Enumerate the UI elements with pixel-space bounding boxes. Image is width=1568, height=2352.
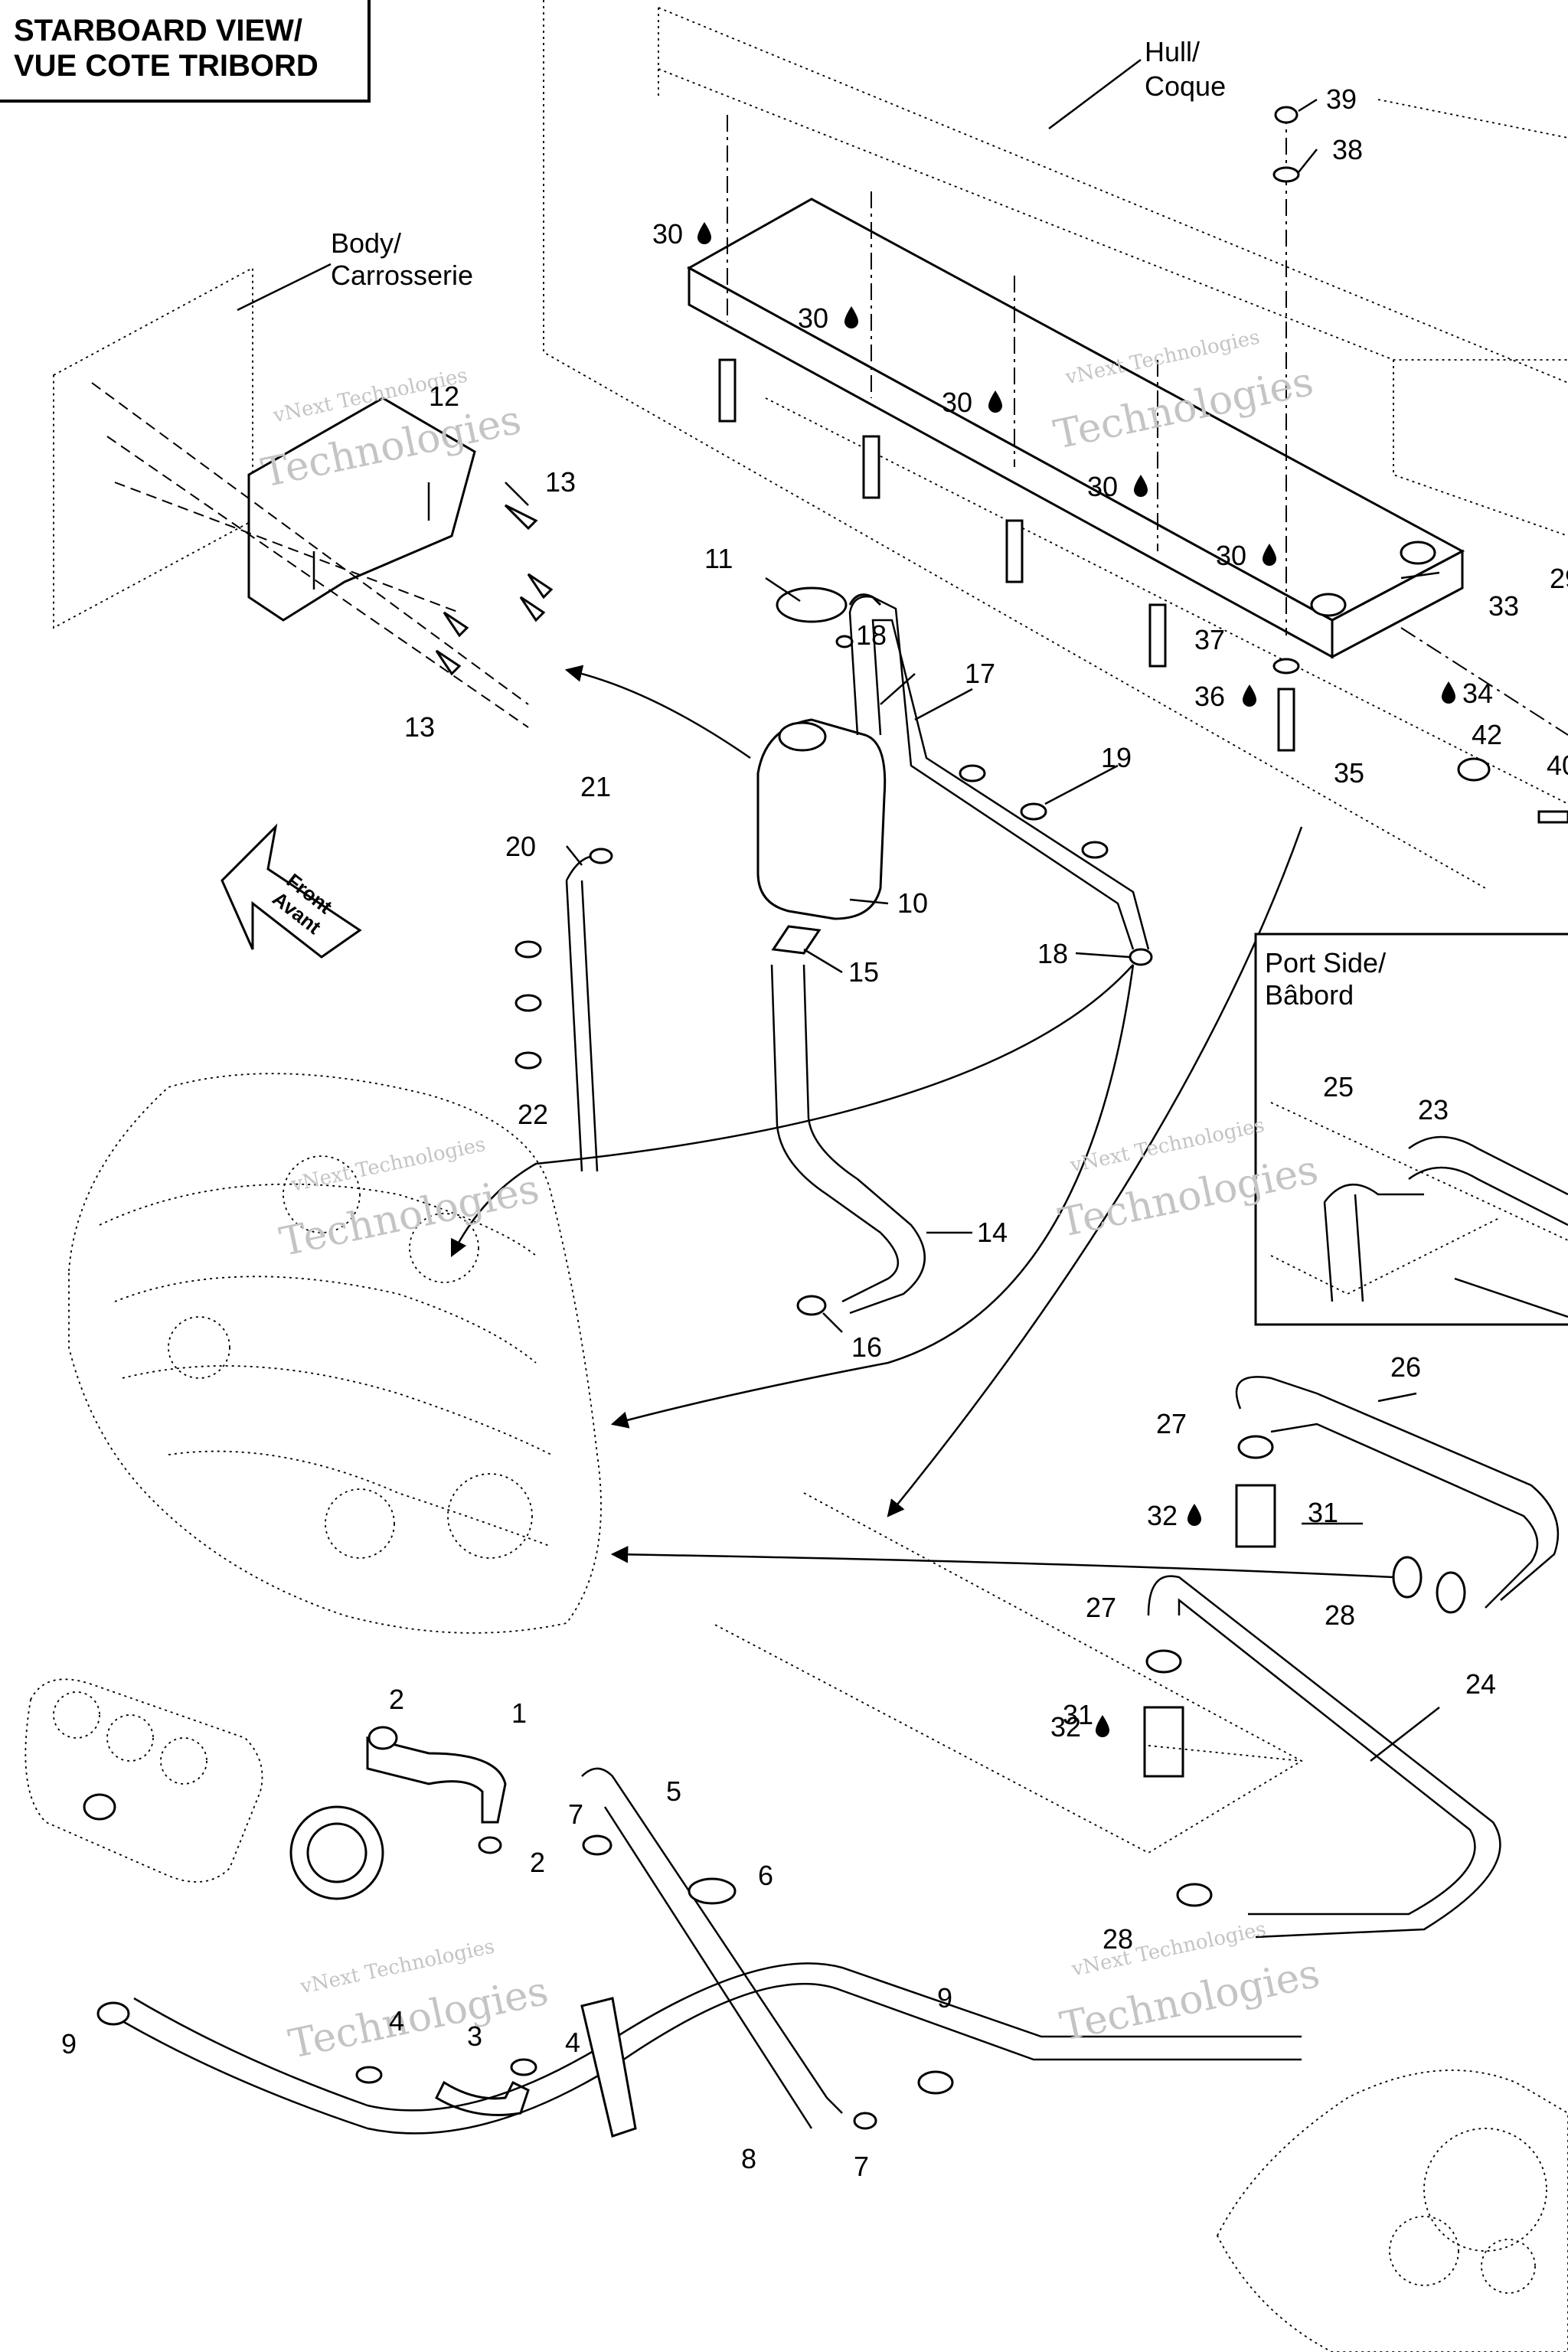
part-callout: 37 [1194,624,1225,655]
part-callout: 40 [1547,750,1568,781]
part-callout: 29 [1550,563,1568,594]
part-callout: 38 [1332,134,1363,165]
part-callout: 7 [568,1798,583,1830]
part-callout: 5 [666,1775,681,1807]
body-label: Carrosserie [331,260,473,291]
part-callout: 6 [758,1860,773,1891]
part-callout: 35 [1334,757,1364,789]
view-title-line-2: VUE COTE TRIBORD [14,49,318,83]
part-callout: 33 [1488,590,1519,622]
port-side-label: Bâbord [1265,979,1354,1011]
part-callout: 30 [798,302,828,334]
part-callout: 13 [545,466,576,498]
body-label: Body/ [331,227,401,259]
part-callout: 19 [1101,742,1132,773]
part-callout: 18 [1037,938,1068,969]
part-callout: 30 [1216,540,1246,571]
part-callout: 8 [741,2143,756,2174]
part-callout: 14 [977,1217,1008,1248]
part-callout: 39 [1326,83,1357,115]
part-callout: 36 [1194,681,1225,712]
part-callout: 16 [851,1331,882,1363]
view-title-line-1: STARBOARD VIEW/ [14,14,303,47]
part-callout: 30 [652,218,683,250]
drop-icon [697,222,1455,1737]
part-callout: 18 [856,619,887,651]
coolant-reservoir [756,586,887,955]
front-arrow [220,823,362,959]
part-callout: 22 [518,1099,548,1130]
part-callout: 34 [1462,678,1493,709]
part-callout: 11 [704,543,733,574]
part-callout: 3 [467,2020,482,2052]
part-callout: 23 [1418,1094,1449,1125]
watermark: vNext Technologies Technologies [276,1133,543,1266]
engine-block [68,1073,602,1634]
port-side-inset [1254,933,1568,1326]
part-callout: 4 [389,2005,404,2037]
mount-screws [718,106,1568,824]
hull-label: Coque [1145,70,1226,102]
part-callout: 30 [1087,471,1118,502]
part-callout: 27 [1086,1592,1116,1623]
part-callout: 21 [580,771,611,802]
exhaust-manifold [24,1678,384,1900]
jet-pump [1216,2069,1568,2352]
part-callout: 9 [61,2028,77,2060]
part-callout: 32 [1050,1711,1081,1743]
part-callout: 1 [511,1697,527,1729]
watermark: vNext Technologies Technologies [1057,1918,1324,2050]
part-callout: 31 [1308,1497,1338,1528]
part-callout: 31 [1063,1699,1093,1730]
part-callout: 10 [897,887,928,919]
hull-label: Hull/ [1145,36,1200,67]
part-callout: 42 [1472,719,1502,750]
leader-lines [237,59,1440,1762]
part-callout: 2 [389,1684,404,1715]
part-callout: 26 [1390,1351,1421,1383]
clips-19 [959,764,1109,859]
part-callout: 13 [404,711,435,743]
part-callout: 30 [942,387,972,418]
watermark: vNext Technologies Technologies [285,1935,552,2067]
part-callout: 2 [530,1847,545,1878]
part-callout: 28 [1102,1923,1133,1955]
part-callout: 12 [429,381,459,412]
part-callout: 17 [965,658,995,689]
port-side-label: Port Side/ [1265,947,1386,978]
part-callout: 32 [1147,1500,1178,1531]
part-callout: 20 [505,831,536,862]
part-callout: 15 [848,956,879,988]
part-callout: 28 [1325,1599,1355,1631]
body-panel [53,266,554,728]
view-title-box: STARBOARD VIEW/ VUE COTE TRIBORD [0,0,371,103]
hull-outline [543,0,1568,889]
part-callout: 4 [565,2027,580,2058]
part-callout: 7 [854,2151,869,2182]
part-callout: 24 [1465,1668,1496,1700]
part-callout: 27 [1156,1408,1187,1439]
mounting-rail [686,198,1465,659]
part-callout: 9 [937,1982,952,2014]
part-callout: 25 [1323,1071,1354,1102]
